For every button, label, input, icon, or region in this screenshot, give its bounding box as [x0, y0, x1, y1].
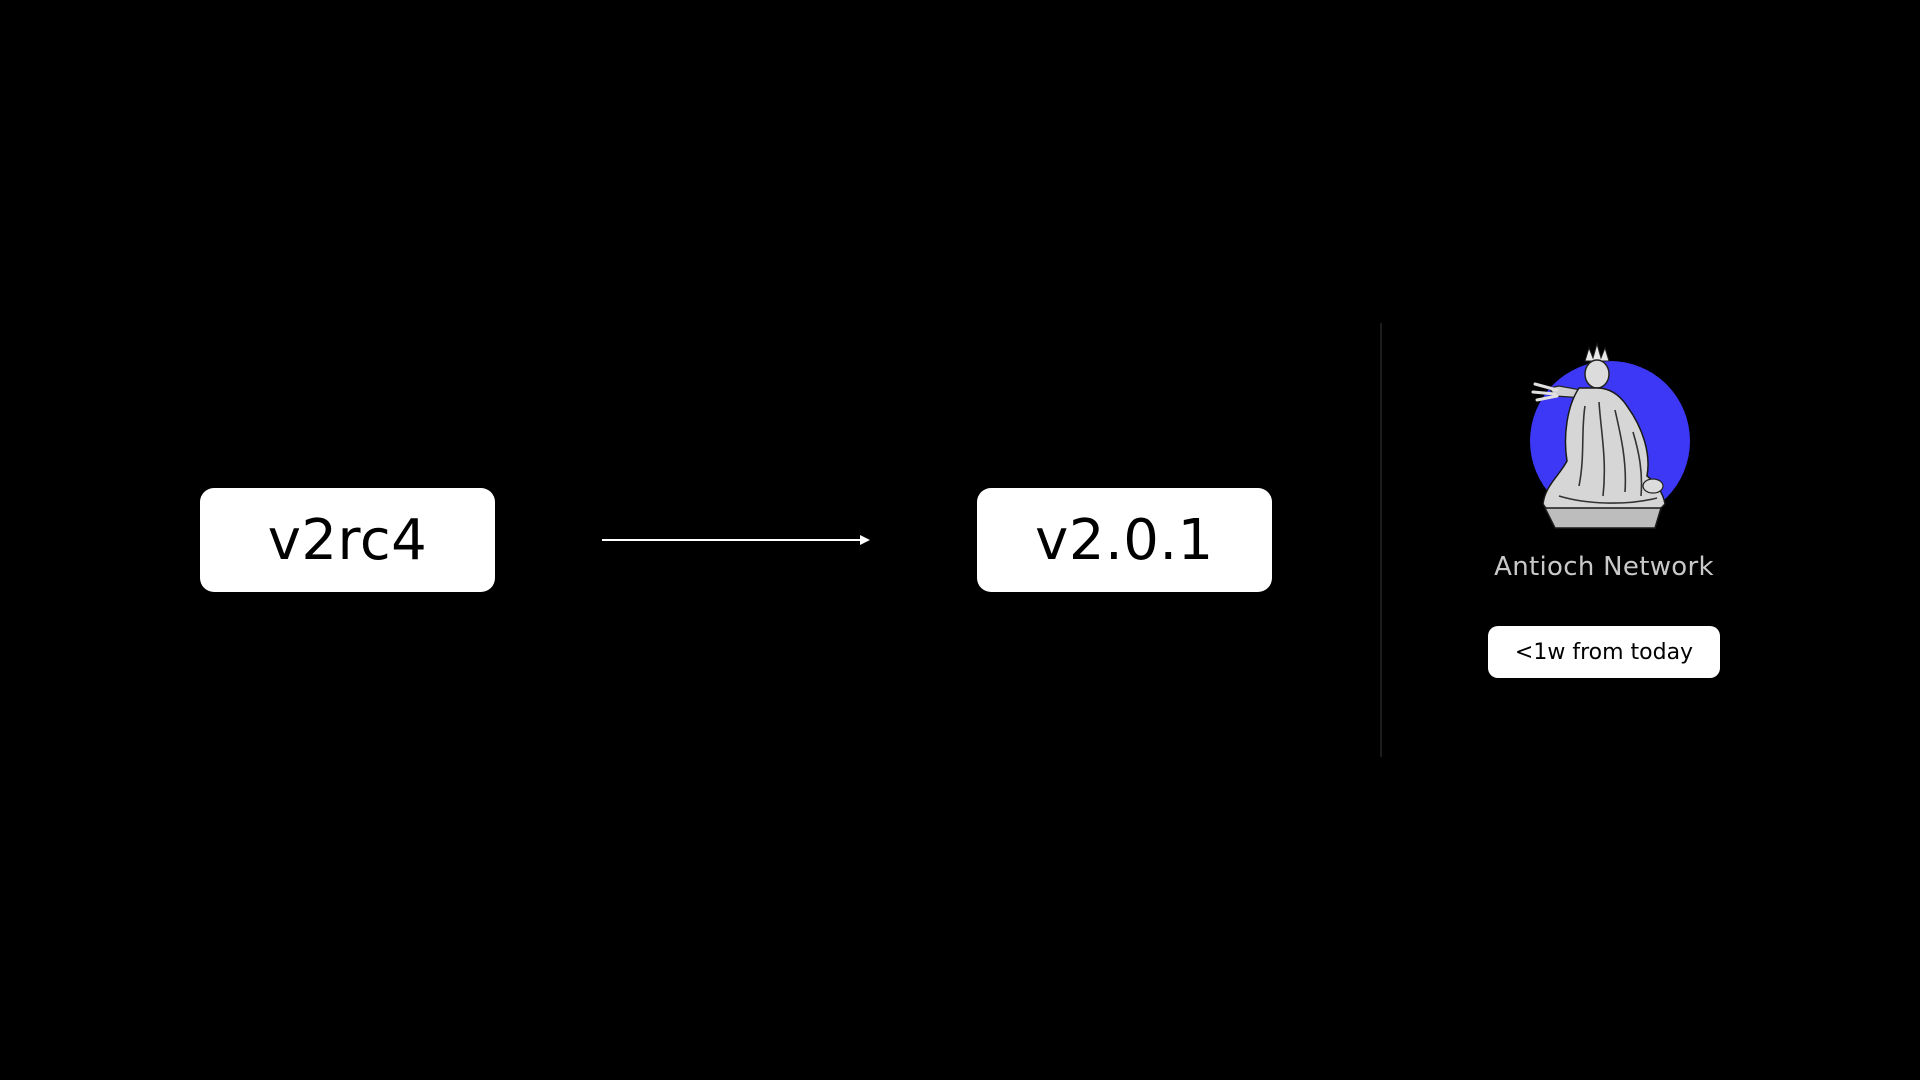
network-name: Antioch Network [1494, 552, 1714, 582]
to-version-label: v2.0.1 [1035, 507, 1214, 573]
to-version-box: v2.0.1 [977, 488, 1272, 592]
antioch-statue-logo-icon [1530, 342, 1690, 529]
arrow-right-icon [602, 535, 870, 545]
vertical-divider [1380, 323, 1382, 757]
from-version-label: v2rc4 [267, 507, 428, 573]
eta-badge: <1w from today [1488, 626, 1720, 678]
from-version-box: v2rc4 [200, 488, 495, 592]
eta-label: <1w from today [1514, 639, 1694, 665]
